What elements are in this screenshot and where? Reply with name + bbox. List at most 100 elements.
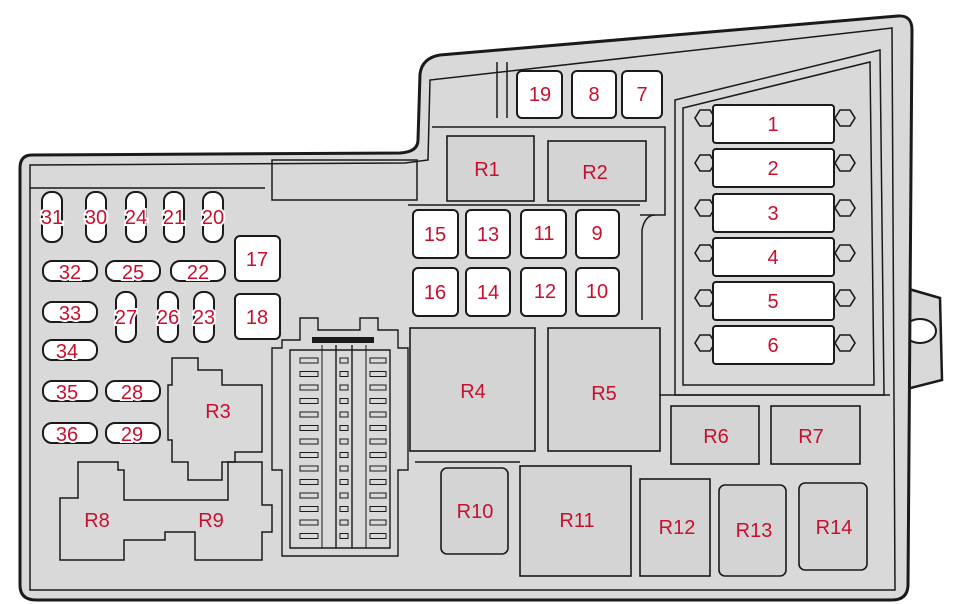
large-fuse-group: 1 2 3 4 5 6 — [694, 104, 856, 365]
fuse-label: 13 — [477, 224, 499, 246]
relay-R5 — [547, 327, 661, 452]
fuse-panel-frame-inner — [682, 61, 875, 386]
fuse-label: 34 — [56, 341, 78, 363]
connector-pin — [339, 371, 349, 377]
relay-label: R1 — [474, 159, 500, 181]
fuse-label: 17 — [246, 249, 268, 271]
connector-pin — [369, 519, 387, 526]
fuse-label: 12 — [534, 281, 556, 303]
connector-pin — [369, 384, 387, 391]
connector-pin — [299, 398, 319, 404]
connector-pin — [339, 384, 349, 391]
fuse-24 — [125, 191, 147, 243]
fuse-label: 3 — [767, 203, 778, 225]
relay-label: R2 — [582, 162, 608, 184]
fuse-29 — [105, 422, 161, 444]
fuse-label: 11 — [534, 223, 555, 245]
relay-label: R3 — [205, 401, 231, 423]
fuse-34 — [42, 339, 98, 361]
connector-pin — [299, 506, 319, 512]
fuse-21 — [163, 191, 185, 243]
relay-R13 — [718, 484, 787, 577]
fuse-31 — [41, 191, 63, 243]
fuse-label: 18 — [246, 307, 268, 329]
fuse-25 — [105, 260, 161, 282]
large-fuse: 3 — [694, 193, 856, 233]
housing-inner-edge — [29, 27, 896, 591]
fuse-33 — [42, 301, 98, 323]
fuse-label: 23 — [193, 307, 215, 329]
fuse-label: 8 — [588, 84, 599, 106]
fuse-label: 6 — [767, 335, 778, 357]
relay-R12 — [639, 478, 711, 577]
relay-R8-R9-outline — [59, 461, 273, 561]
connector-pin — [299, 452, 319, 458]
connector-pin — [339, 506, 349, 512]
connector-pin — [299, 492, 319, 499]
fuse-35 — [42, 380, 98, 402]
fuse-label: 35 — [56, 382, 78, 404]
fuse-label: 10 — [586, 281, 608, 303]
fuse-12 — [520, 267, 567, 317]
fuse-28 — [105, 380, 161, 402]
fuse-8 — [571, 70, 617, 119]
fuse-10 — [575, 267, 620, 317]
connector-pin — [339, 465, 349, 472]
connector-pin — [299, 533, 319, 539]
inner-line — [641, 214, 656, 320]
connector-pin — [339, 438, 349, 445]
fuse-label: 20 — [202, 207, 224, 229]
connector-pin — [369, 533, 387, 539]
large-fuse: 2 — [694, 148, 856, 188]
relay-R2 — [547, 140, 647, 202]
connector-pin — [299, 371, 319, 377]
relay-label: R6 — [703, 426, 729, 448]
fuse-19 — [516, 70, 563, 119]
fuse-label: 27 — [115, 307, 137, 329]
connector-pin — [369, 479, 387, 485]
relay-label: R7 — [798, 426, 824, 448]
relay-R7 — [770, 405, 861, 465]
relay-R14 — [798, 482, 868, 571]
relay-label: R8 — [84, 510, 110, 532]
large-fuse: 1 — [694, 104, 856, 144]
connector-pin — [369, 452, 387, 458]
relay-label: R14 — [816, 517, 853, 539]
connector-pin — [299, 519, 319, 526]
fuse-20 — [202, 191, 224, 243]
fuse-26 — [157, 291, 179, 343]
fuse-30 — [85, 191, 107, 243]
fuse-label: 4 — [767, 247, 778, 269]
fuse-label: 9 — [591, 223, 602, 245]
fuse-label: 5 — [767, 291, 778, 313]
fuse-label: 28 — [121, 382, 143, 404]
relay-R4 — [409, 327, 536, 452]
fuse-23 — [193, 291, 215, 343]
fuse-32 — [42, 260, 98, 282]
large-fuse: 5 — [694, 281, 856, 321]
fuse-7 — [621, 70, 663, 119]
connector-pin — [339, 398, 349, 404]
connector-pin — [369, 398, 387, 404]
fuse-17 — [234, 235, 281, 282]
fuse-label: 26 — [157, 307, 179, 329]
connector-pin — [339, 452, 349, 458]
connector-pin — [339, 533, 349, 539]
relay-R1 — [446, 135, 535, 202]
connector-pin — [369, 492, 387, 499]
connector-pin — [299, 479, 319, 485]
fuse-label: 1 — [767, 114, 778, 136]
large-fuse: 4 — [694, 237, 856, 277]
fuse-label: 25 — [122, 262, 144, 284]
relay-label: R12 — [659, 517, 696, 539]
connector-pin — [299, 465, 319, 472]
fuse-14 — [465, 267, 511, 317]
fuse-label: 24 — [125, 207, 147, 229]
relay-label: R11 — [559, 510, 594, 532]
connector-pin — [369, 506, 387, 512]
fuse-22 — [170, 260, 226, 282]
relay-label: R4 — [460, 381, 486, 403]
fuse-label: 31 — [41, 207, 63, 229]
connector-pin — [299, 425, 319, 431]
